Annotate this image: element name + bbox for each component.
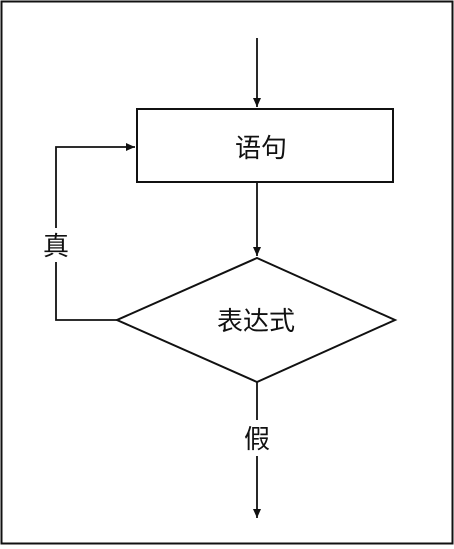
true-label-bg bbox=[40, 228, 74, 262]
statement-label: 语句 bbox=[235, 134, 287, 164]
expression-label: 表达式 bbox=[217, 307, 295, 337]
false-label-bg bbox=[240, 420, 274, 456]
true-label: 真 bbox=[43, 232, 69, 262]
false-label: 假 bbox=[244, 425, 270, 455]
statement-box bbox=[136, 108, 394, 183]
